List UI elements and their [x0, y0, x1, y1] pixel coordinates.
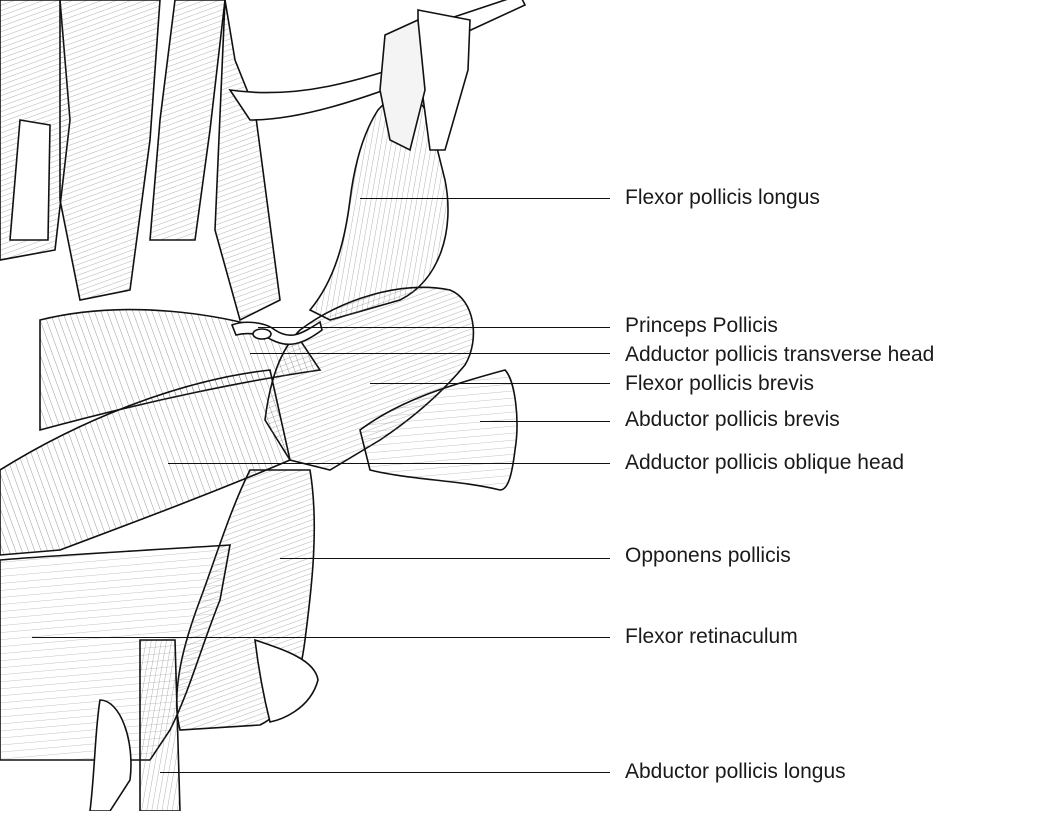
label-opponens-pollicis: Opponens pollicis — [625, 544, 791, 567]
leader-flexor-retinaculum — [32, 637, 610, 638]
opponens-pollicis-muscle — [175, 469, 319, 731]
leader-opponens-pollicis — [280, 558, 610, 559]
leader-abductor-pollicis-brevis — [480, 421, 610, 422]
label-flexor-retinaculum: Flexor retinaculum — [625, 625, 798, 648]
leader-adductor-oblique — [168, 463, 610, 464]
label-flexor-pollicis-longus: Flexor pollicis longus — [625, 186, 820, 209]
abductor-pollicis-brevis-muscle — [359, 369, 518, 491]
leader-flexor-pollicis-longus — [360, 198, 610, 199]
label-abductor-pollicis-longus: Abductor pollicis longus — [625, 760, 846, 783]
adductor-pollicis-oblique-muscle — [0, 369, 291, 556]
label-flexor-pollicis-brevis: Flexor pollicis brevis — [625, 372, 815, 395]
leader-adductor-transverse — [250, 353, 610, 354]
finger-tendons — [0, 0, 527, 322]
princeps-pollicis-artery — [230, 320, 323, 346]
label-adductor-oblique: Adductor pollicis oblique head — [625, 451, 905, 474]
leader-flexor-pollicis-brevis — [370, 383, 610, 384]
leader-abductor-pollicis-longus — [160, 772, 610, 773]
label-princeps-pollicis: Princeps Pollicis — [625, 314, 778, 337]
label-abductor-pollicis-brevis: Abductor pollicis brevis — [625, 408, 840, 431]
abductor-pollicis-longus-tendon — [89, 639, 181, 812]
leader-princeps-pollicis — [258, 327, 610, 328]
flexor-pollicis-longus-muscle — [308, 9, 471, 321]
label-adductor-transverse: Adductor pollicis transverse head — [625, 343, 935, 366]
